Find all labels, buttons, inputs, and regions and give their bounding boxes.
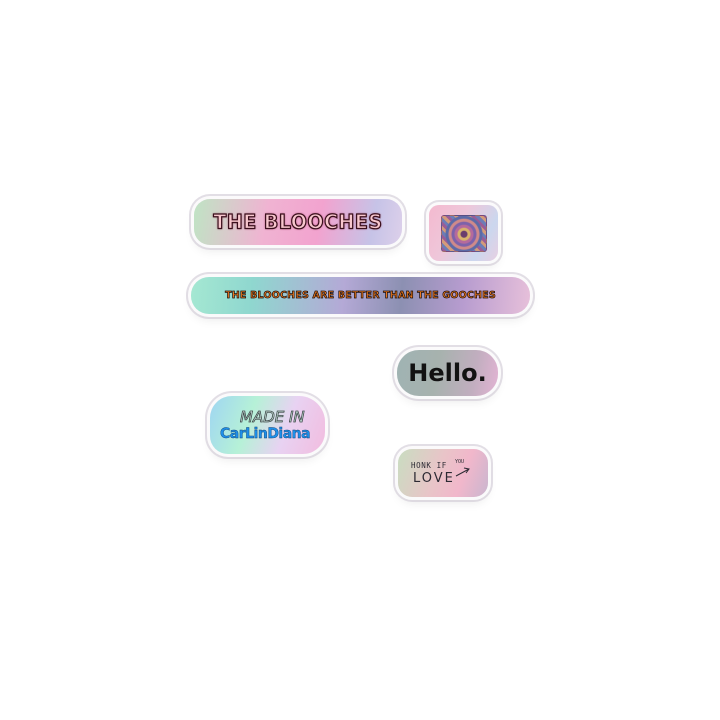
sticker-made-in: MADE IN CarLinDiana [210,396,325,454]
honk-love-text: LOVE [413,471,455,486]
sticker-hello: Hello. [397,350,498,396]
hand-drawn-arrow-icon [455,467,470,477]
sticker-the-blooches-text: THE BLOOCHES [213,210,383,234]
sticker-banner: THE BLOOCHES ARE BETTER THAN THE GOOCHES [191,277,530,314]
honk-doodle: HONK IF YOU LOVE [411,459,475,487]
sticker-hello-text: Hello. [408,359,487,387]
sticker-honk: HONK IF YOU LOVE [398,449,488,497]
sticker-banner-text: THE BLOOCHES ARE BETTER THAN THE GOOCHES [225,290,496,302]
sticker-made-in-line1: MADE IN [240,407,305,426]
sticker-the-blooches: THE BLOOCHES [194,199,402,245]
sticker-made-in-line2: CarLinDiana [220,425,311,442]
sticker-abstract-art [429,205,498,261]
honk-you-text: YOU [455,459,465,465]
abstract-art-icon [440,214,487,252]
honk-text: HONK IF [411,461,447,470]
